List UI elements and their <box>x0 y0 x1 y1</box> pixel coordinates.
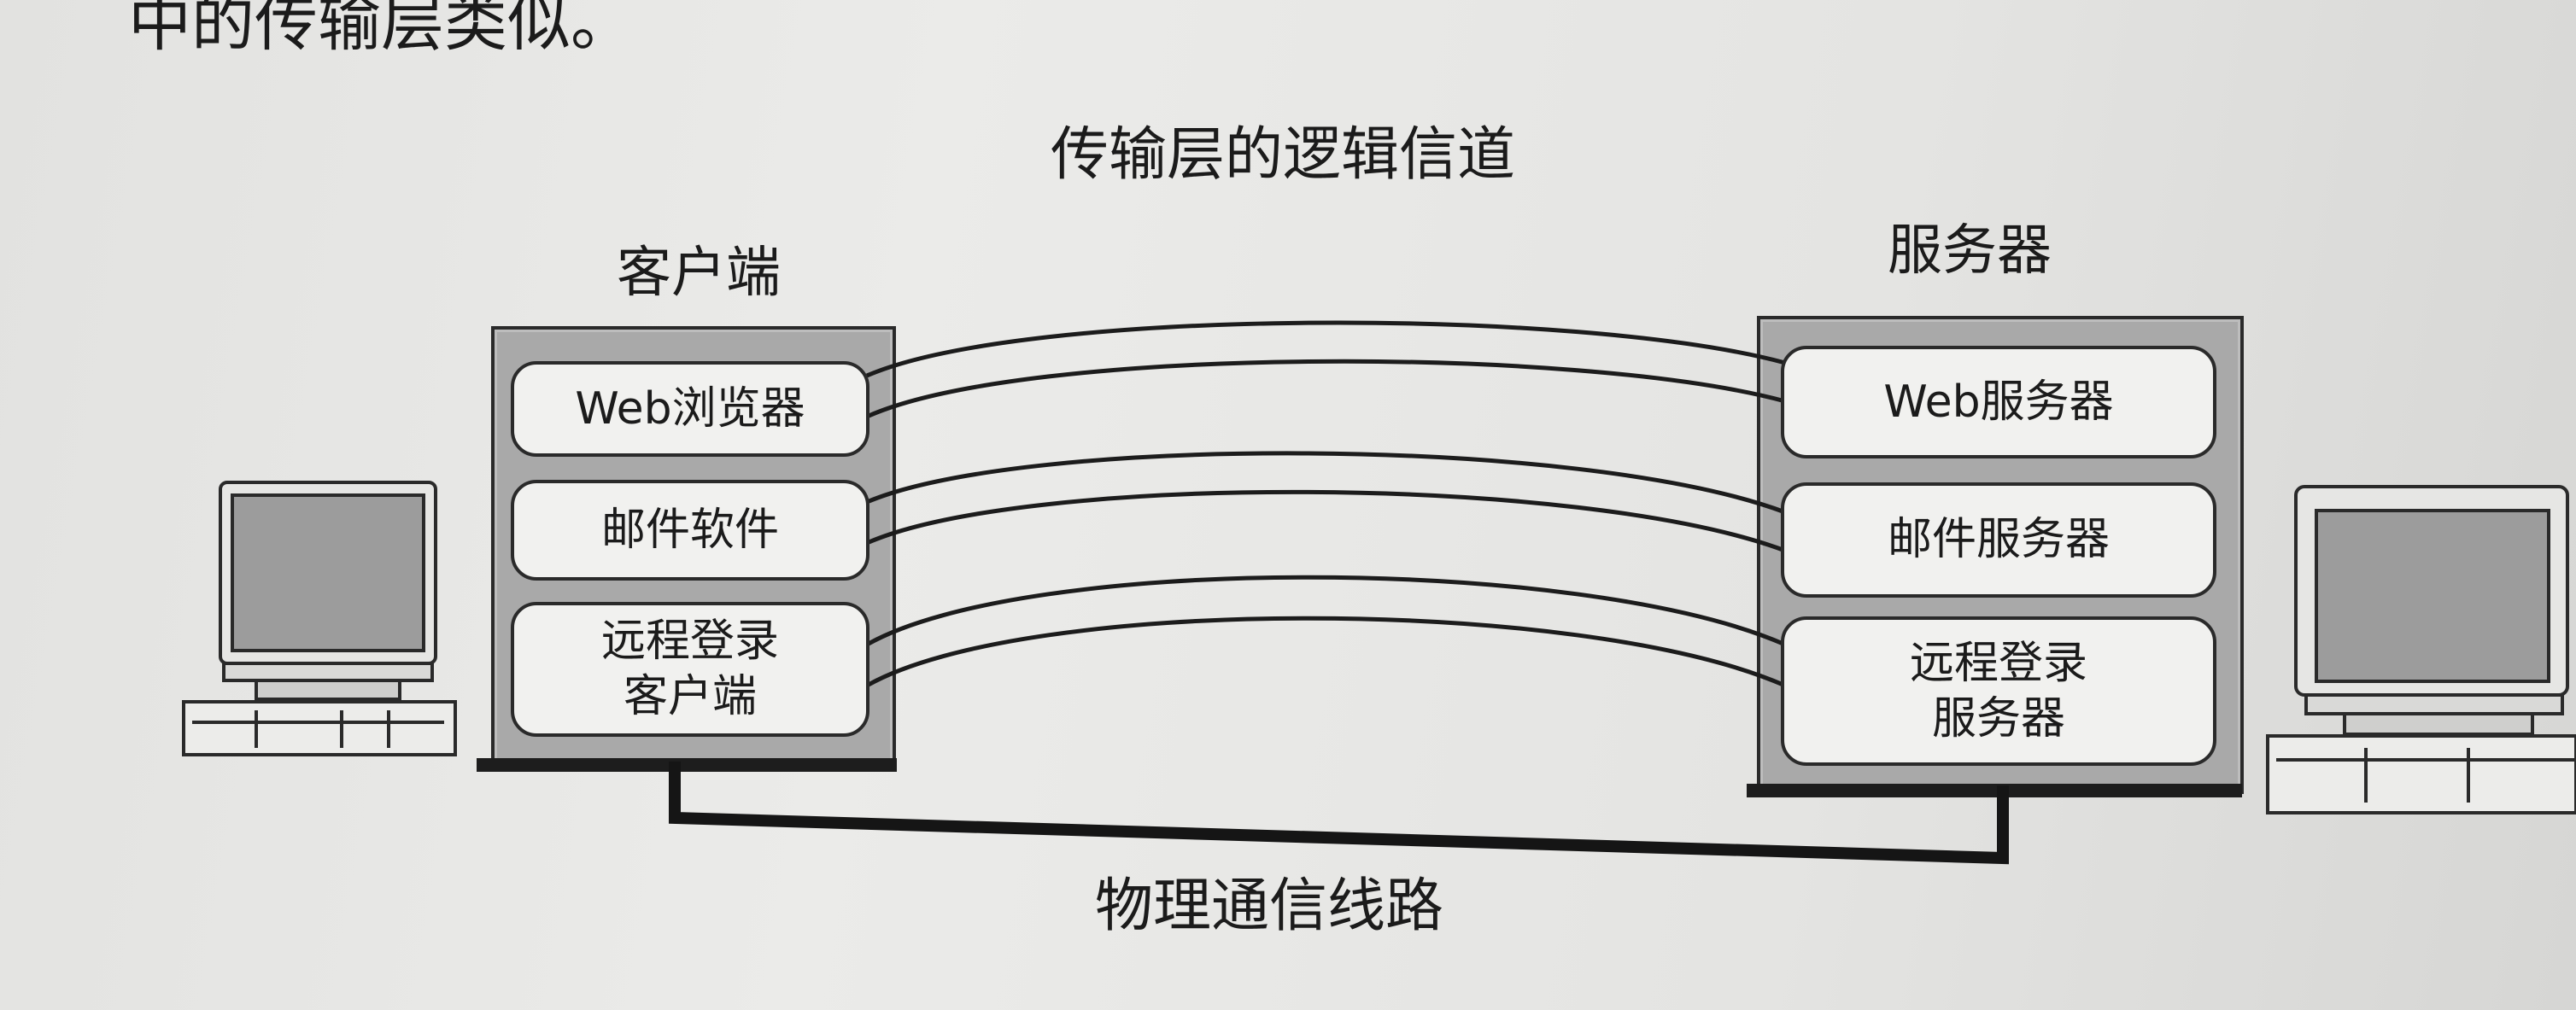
client-module-label-line2: 客户端 <box>623 671 757 722</box>
channel-mail-bottom <box>866 489 1786 553</box>
physical-link-line <box>669 762 2009 865</box>
server-stack-base <box>1747 784 2242 797</box>
client-module-label: 邮件软件 <box>600 504 779 556</box>
server-computer-icon <box>2266 485 2576 814</box>
server-title: 服务器 <box>1888 219 2052 283</box>
server-module-label-line1: 远程登录 <box>1909 637 2087 689</box>
channel-remote-top <box>865 575 1786 647</box>
channel-web-top <box>866 320 1786 378</box>
client-module-remote-login-client: 远程登录 客户端 <box>511 602 869 737</box>
top-paragraph-text: 中的传输层类似。 <box>128 0 634 60</box>
physical-link-label: 物理通信线路 <box>1095 873 1444 940</box>
channel-remote-bottom <box>865 616 1786 688</box>
server-module-web-server: Web服务器 <box>1781 346 2216 458</box>
diagram-title: 传输层的逻辑信道 <box>1051 121 1516 189</box>
server-module-remote-login-server: 远程登录 服务器 <box>1781 616 2216 766</box>
client-module-mail-software: 邮件软件 <box>511 480 869 581</box>
channel-mail-top <box>866 451 1786 515</box>
server-module-label: Web服务器 <box>1883 376 2114 428</box>
client-stack-base <box>477 758 897 772</box>
client-title: 客户端 <box>617 242 781 305</box>
client-module-web-browser: Web浏览器 <box>511 361 869 457</box>
client-module-label: Web浏览器 <box>575 382 805 435</box>
channel-web-bottom <box>865 359 1786 419</box>
server-module-mail-server: 邮件服务器 <box>1781 482 2216 598</box>
server-module-label-line2: 服务器 <box>1931 692 2065 744</box>
client-module-label-line1: 远程登录 <box>600 616 779 667</box>
client-computer-icon <box>182 481 457 756</box>
server-module-label: 邮件服务器 <box>1887 514 2110 565</box>
